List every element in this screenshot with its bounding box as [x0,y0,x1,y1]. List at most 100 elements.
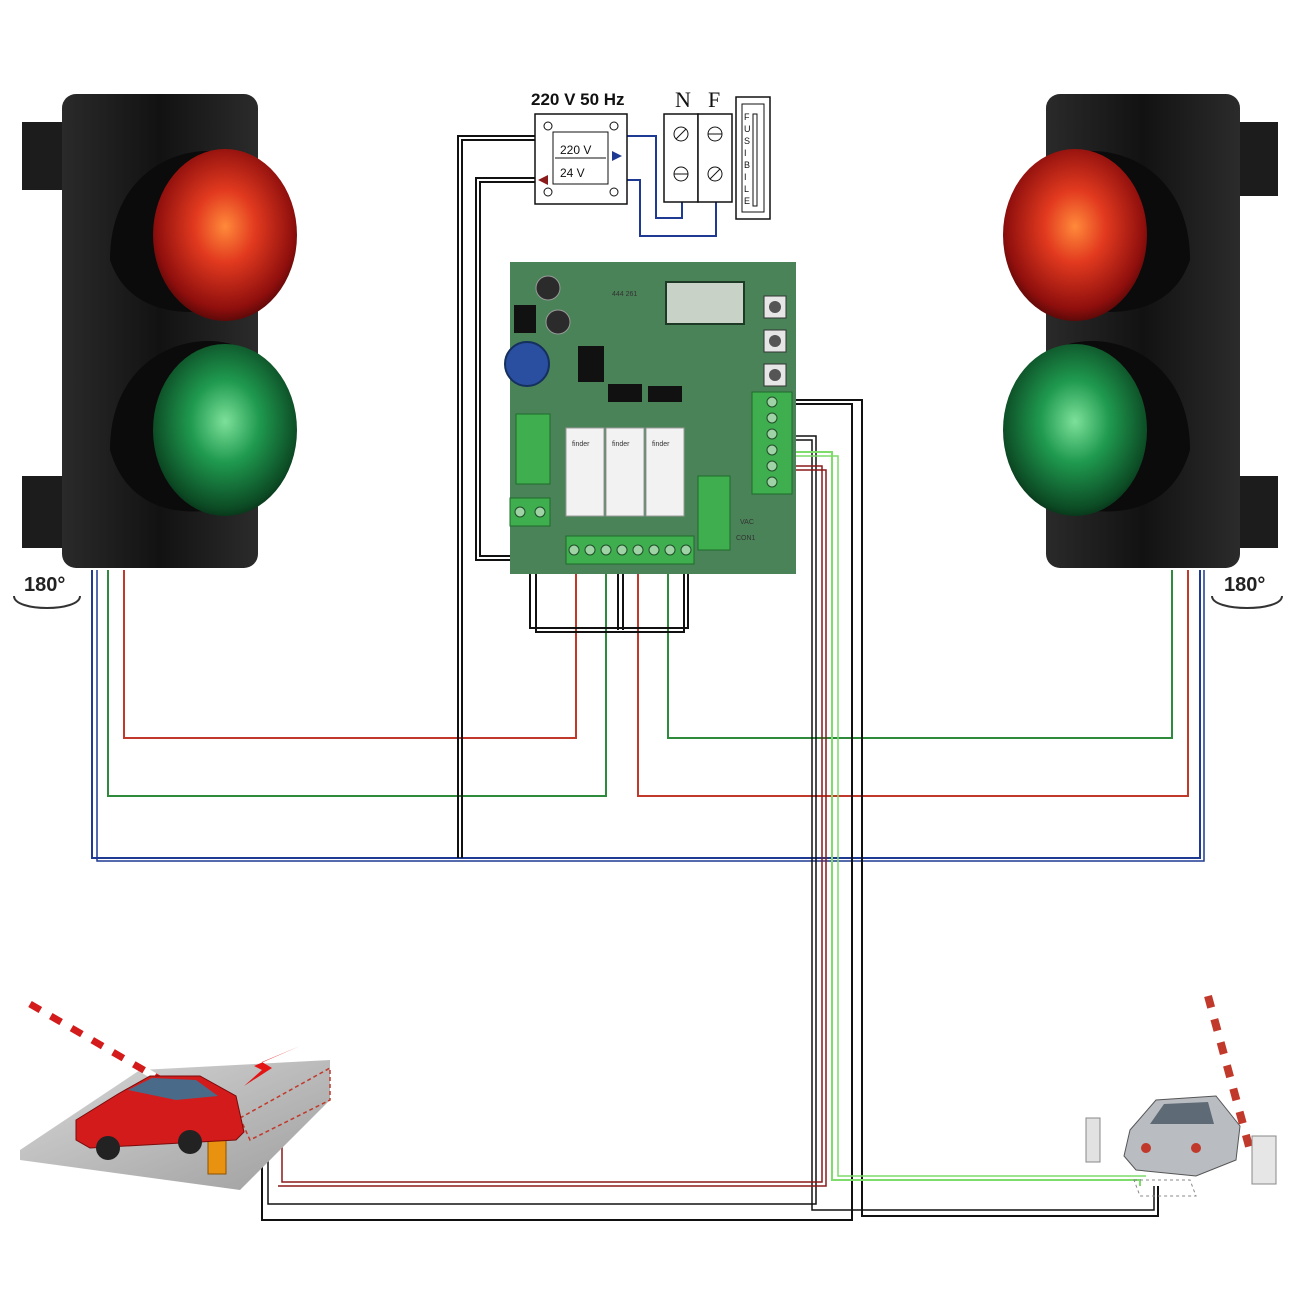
fuse-letter: U [744,124,751,134]
car-windshield [128,1078,218,1100]
rotate-arrow-icon-right [1211,595,1283,609]
terminal-screw-icon [600,544,612,556]
board-fuse-1 [515,413,551,485]
wire-black-loop-right [790,399,1159,1217]
transformer-screw [543,121,553,131]
board-fuse-2 [697,475,731,551]
board-label-con1: CON1 [736,535,756,542]
terminal-screw-icon [766,444,778,456]
transformer-screw [609,121,619,131]
terminal-screw-slot [675,128,687,140]
lcd-display [665,281,745,325]
terminal-screw-icon [766,428,778,440]
capacitor-small-1 [535,275,561,301]
bracket-top-left [22,122,62,190]
board-display-code: 444 261 [612,291,637,298]
bracket-top-right [1238,122,1278,196]
car-tail-light [1141,1143,1151,1153]
relay-brand-1: finder [572,441,590,448]
wire-green-right [667,568,1173,739]
wire-blue-common-2 [96,570,1205,862]
wire-black-24v-b [461,139,535,858]
wire-darkred-2 [278,469,827,1187]
terminal-screw-icon [766,460,778,472]
power-supply-label: 220 V 50 Hz [531,90,625,109]
wire-green-left [107,568,607,797]
barrier-arm-stripes-right [1204,994,1254,1152]
transformer-screw [543,187,553,197]
wire-blue-n [626,135,683,219]
terminal-screw-icon [766,476,778,488]
terminal-screw-icon [534,506,546,518]
wire-black-24v-a [457,135,535,858]
relay-1 [565,427,605,517]
fuse-letter: F [744,112,750,122]
terminal-screw-icon [568,544,580,556]
lamp-red-right [1003,149,1147,321]
detection-loop-right [1133,1179,1197,1197]
wire-blue-f [626,179,717,237]
wire-black-board-loop [529,540,689,629]
detection-loop-left [239,1066,331,1142]
bracket-bottom-right [1238,476,1278,548]
rotation-label-right: 180° [1224,574,1265,596]
wire-darkred-1 [281,465,823,1183]
wire-black-loop-right-3 [790,439,1155,1211]
barrier-scene-right [1085,994,1277,1197]
terminal-screw-icon [632,544,644,556]
relay-2 [605,427,645,517]
fuse-letter: S [744,136,750,146]
ic-chip-2 [648,386,682,402]
terminal-f-label: F [708,87,720,112]
terminal-screws [514,396,778,556]
wire-lightgreen-2 [790,455,1146,1177]
car-tail-light [1191,1143,1201,1153]
car-grey [1123,1095,1241,1177]
wire-red-left [123,568,577,739]
fuse-element [752,113,758,207]
bollard-right [1085,1117,1101,1163]
terminal-screw-icon [648,544,660,556]
board-label-vac: VAC [740,519,754,526]
capacitor-large [504,341,550,387]
wire-black-board-loop-2 [535,540,685,633]
car-rear-window [1150,1102,1214,1124]
transformer: 220 V 24 V [534,113,628,205]
transformer-secondary-label: 24 V [560,166,585,180]
terminal-screw-icon [766,412,778,424]
regulator [514,305,536,333]
car-red [75,1075,245,1160]
terminal-screw-icon [766,396,778,408]
terminal-screw-slot [709,168,721,180]
arrow-icon-left [244,1046,300,1086]
relay-3 [645,427,685,517]
terminal-screw-icon [584,544,596,556]
ic-chip-1 [608,384,642,402]
car-wheel [96,1136,120,1160]
terminal-screw-icon [664,544,676,556]
capacitor-small-2 [545,309,571,335]
lamp-green-left [153,344,297,516]
transformer-screw [609,187,619,197]
wire-black-loop-right-2 [261,403,853,1221]
rotate-arrow-icon-left [13,595,81,609]
wire-black-loop-left [267,435,817,1205]
transformer-primary-label: 220 V [560,143,591,157]
car-wheel [178,1130,202,1154]
traffic-light-left [22,94,297,568]
terminal-block: N F [663,87,733,203]
rotation-label-left: 180° [24,574,65,596]
output-arrow-icon [538,175,548,185]
relay-brand-2: finder [612,441,630,448]
bracket-bottom-left [22,476,62,548]
terminal-screw-icon [514,506,526,518]
fuse-letter: E [744,196,750,206]
lamp-red-left [153,149,297,321]
terminal-screw-icon [616,544,628,556]
fuse-letter: B [744,160,750,170]
terminal-screw-icon [680,544,692,556]
relay-brand-3: finder [652,441,670,448]
